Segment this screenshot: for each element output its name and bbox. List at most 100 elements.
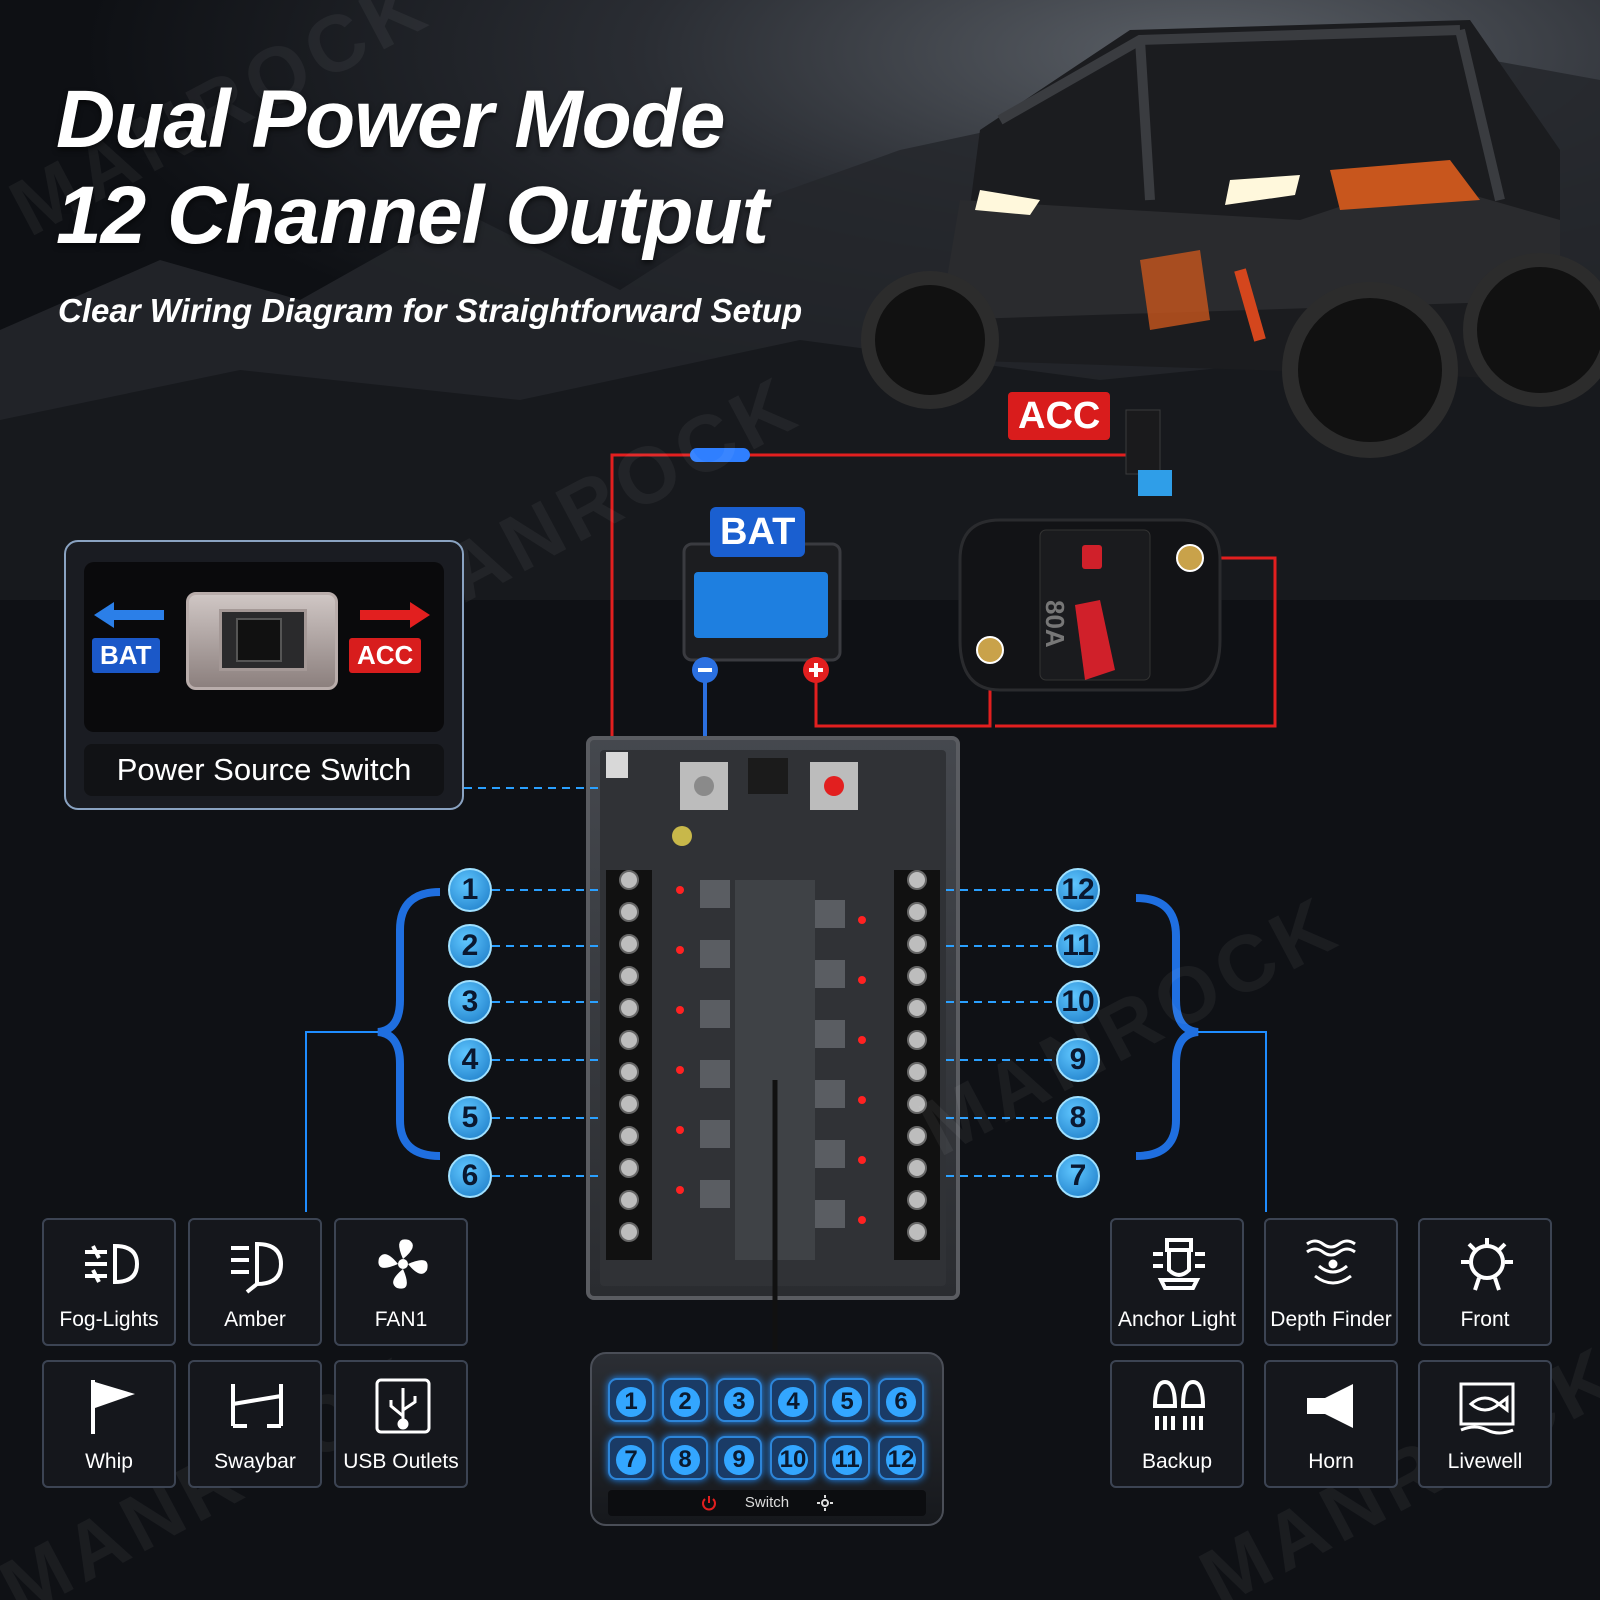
- load-tile-amber: Amber: [188, 1218, 322, 1346]
- power-icon[interactable]: [700, 1494, 718, 1512]
- backup-light-icon: [1152, 1379, 1206, 1430]
- load-tile-depth-finder: Depth Finder: [1264, 1218, 1398, 1346]
- switch-key-number: 10: [778, 1445, 808, 1475]
- fog-lights-icon: [85, 1243, 140, 1285]
- power-source-switch-label: Power Source Switch: [84, 744, 444, 796]
- breaker-rating: 80A: [1040, 600, 1070, 648]
- switch-key-number: 2: [670, 1387, 700, 1417]
- channel-badge: 12: [1056, 868, 1100, 912]
- switch-label: Switch: [744, 1494, 790, 1511]
- channel-badge: 8: [1056, 1096, 1100, 1140]
- relay-modules: [700, 880, 845, 1228]
- switch-key-number: 8: [670, 1445, 700, 1475]
- switch-key[interactable]: 8: [662, 1436, 708, 1480]
- load-label: Depth Finder: [1270, 1308, 1392, 1331]
- load-label: Fog-Lights: [59, 1308, 159, 1331]
- circuit-breaker-graphic: [958, 518, 1222, 692]
- switch-key[interactable]: 6: [878, 1378, 924, 1422]
- power-source-switch-panel: BAT ACC Power Source Switch: [64, 540, 464, 810]
- load-tile-livewell: Livewell: [1418, 1360, 1552, 1488]
- headline: Dual Power Mode 12 Channel Output: [56, 72, 769, 264]
- switch-key[interactable]: 11: [824, 1436, 870, 1480]
- load-label: USB Outlets: [343, 1450, 459, 1473]
- battery-graphic: [682, 542, 842, 683]
- switch-key[interactable]: 4: [770, 1378, 816, 1422]
- channel-badge: 3: [448, 980, 492, 1024]
- load-tile-horn: Horn: [1264, 1360, 1398, 1488]
- left-connector-line: [305, 1031, 378, 1212]
- toggle-slot: [219, 609, 307, 671]
- power-source-switch-image: BAT ACC: [84, 562, 444, 732]
- fan-icon: [378, 1239, 428, 1289]
- fuse-tap: [1125, 409, 1172, 496]
- load-label: Whip: [85, 1450, 133, 1473]
- channel-badge: 11: [1056, 924, 1100, 968]
- switch-key-number: 3: [724, 1387, 754, 1417]
- switch-key[interactable]: 12: [878, 1436, 924, 1480]
- usb-icon: [375, 1378, 431, 1434]
- acc-label: ACC: [1008, 392, 1111, 440]
- utv-vehicle-graphic: [861, 20, 1600, 458]
- slide-toggle[interactable]: [186, 592, 338, 690]
- load-tile-whip: Whip: [42, 1360, 176, 1488]
- channel-badge: 2: [448, 924, 492, 968]
- bat-tag: BAT: [92, 638, 160, 673]
- switch-key-number: 12: [886, 1445, 916, 1475]
- load-tile-usb-outlets: USB Outlets: [334, 1360, 468, 1488]
- load-label: Anchor Light: [1118, 1308, 1236, 1331]
- switch-key[interactable]: 3: [716, 1378, 762, 1422]
- switch-key[interactable]: 7: [608, 1436, 654, 1480]
- switch-key[interactable]: 5: [824, 1378, 870, 1422]
- switch-panel: 1 2 3 4 5 6 7 8 9 10 11 12 Switch: [590, 1352, 944, 1526]
- inline-fuse: [690, 448, 750, 462]
- channel-badge: 6: [448, 1154, 492, 1198]
- load-tile-backup: Backup: [1110, 1360, 1244, 1488]
- load-label: Backup: [1141, 1450, 1213, 1473]
- terminal-screws: [619, 870, 927, 1242]
- right-connector-line: [1198, 1031, 1267, 1212]
- load-label: Front: [1460, 1308, 1510, 1331]
- whip-flag-icon: [91, 1380, 135, 1434]
- load-label: Horn: [1308, 1450, 1354, 1473]
- channel-badge: 4: [448, 1038, 492, 1082]
- switch-key[interactable]: 9: [716, 1436, 762, 1480]
- switch-key-number: 1: [616, 1387, 646, 1417]
- headline-line-2: 12 Channel Output: [56, 170, 769, 261]
- load-tile-fog-lights: Fog-Lights: [42, 1218, 176, 1346]
- channel-badge: 5: [448, 1096, 492, 1140]
- livewell-icon: [1459, 1382, 1515, 1435]
- channel-badge: 7: [1056, 1154, 1100, 1198]
- load-tile-fan1: FAN1: [334, 1218, 468, 1346]
- acc-tag: ACC: [349, 638, 422, 673]
- switch-key-number: 4: [778, 1387, 808, 1417]
- front-light-icon: [1461, 1238, 1513, 1291]
- headline-line-1: Dual Power Mode: [56, 74, 725, 165]
- anchor-light-icon: [1153, 1238, 1205, 1290]
- switch-key[interactable]: 1: [608, 1378, 654, 1422]
- toggle-knob: [236, 618, 282, 662]
- bat-label: BAT: [710, 507, 806, 557]
- switch-key-number: 9: [724, 1445, 754, 1475]
- switch-key-number: 5: [832, 1387, 862, 1417]
- load-tile-swaybar: Swaybar: [188, 1360, 322, 1488]
- channel-badge: 9: [1056, 1038, 1100, 1082]
- swaybar-icon: [231, 1384, 283, 1428]
- channel-badge: 1: [448, 868, 492, 912]
- horn-icon: [1307, 1384, 1353, 1428]
- switch-key[interactable]: 2: [662, 1378, 708, 1422]
- load-label: FAN1: [374, 1308, 428, 1331]
- channel-leaders: [464, 787, 1056, 1177]
- switch-key-number: 11: [832, 1445, 862, 1475]
- load-label: Livewell: [1447, 1450, 1523, 1473]
- amber-light-icon: [231, 1241, 284, 1294]
- switch-key-number: 7: [616, 1445, 646, 1475]
- load-label: Amber: [224, 1308, 286, 1331]
- brightness-icon[interactable]: [816, 1494, 834, 1512]
- switch-key[interactable]: 10: [770, 1436, 816, 1480]
- headline-subtitle: Clear Wiring Diagram for Straightforward…: [58, 292, 803, 329]
- switch-key-number: 6: [886, 1387, 916, 1417]
- depth-finder-icon: [1306, 1239, 1356, 1285]
- arrow-left-icon: [94, 602, 164, 628]
- distribution-board: [586, 736, 960, 1300]
